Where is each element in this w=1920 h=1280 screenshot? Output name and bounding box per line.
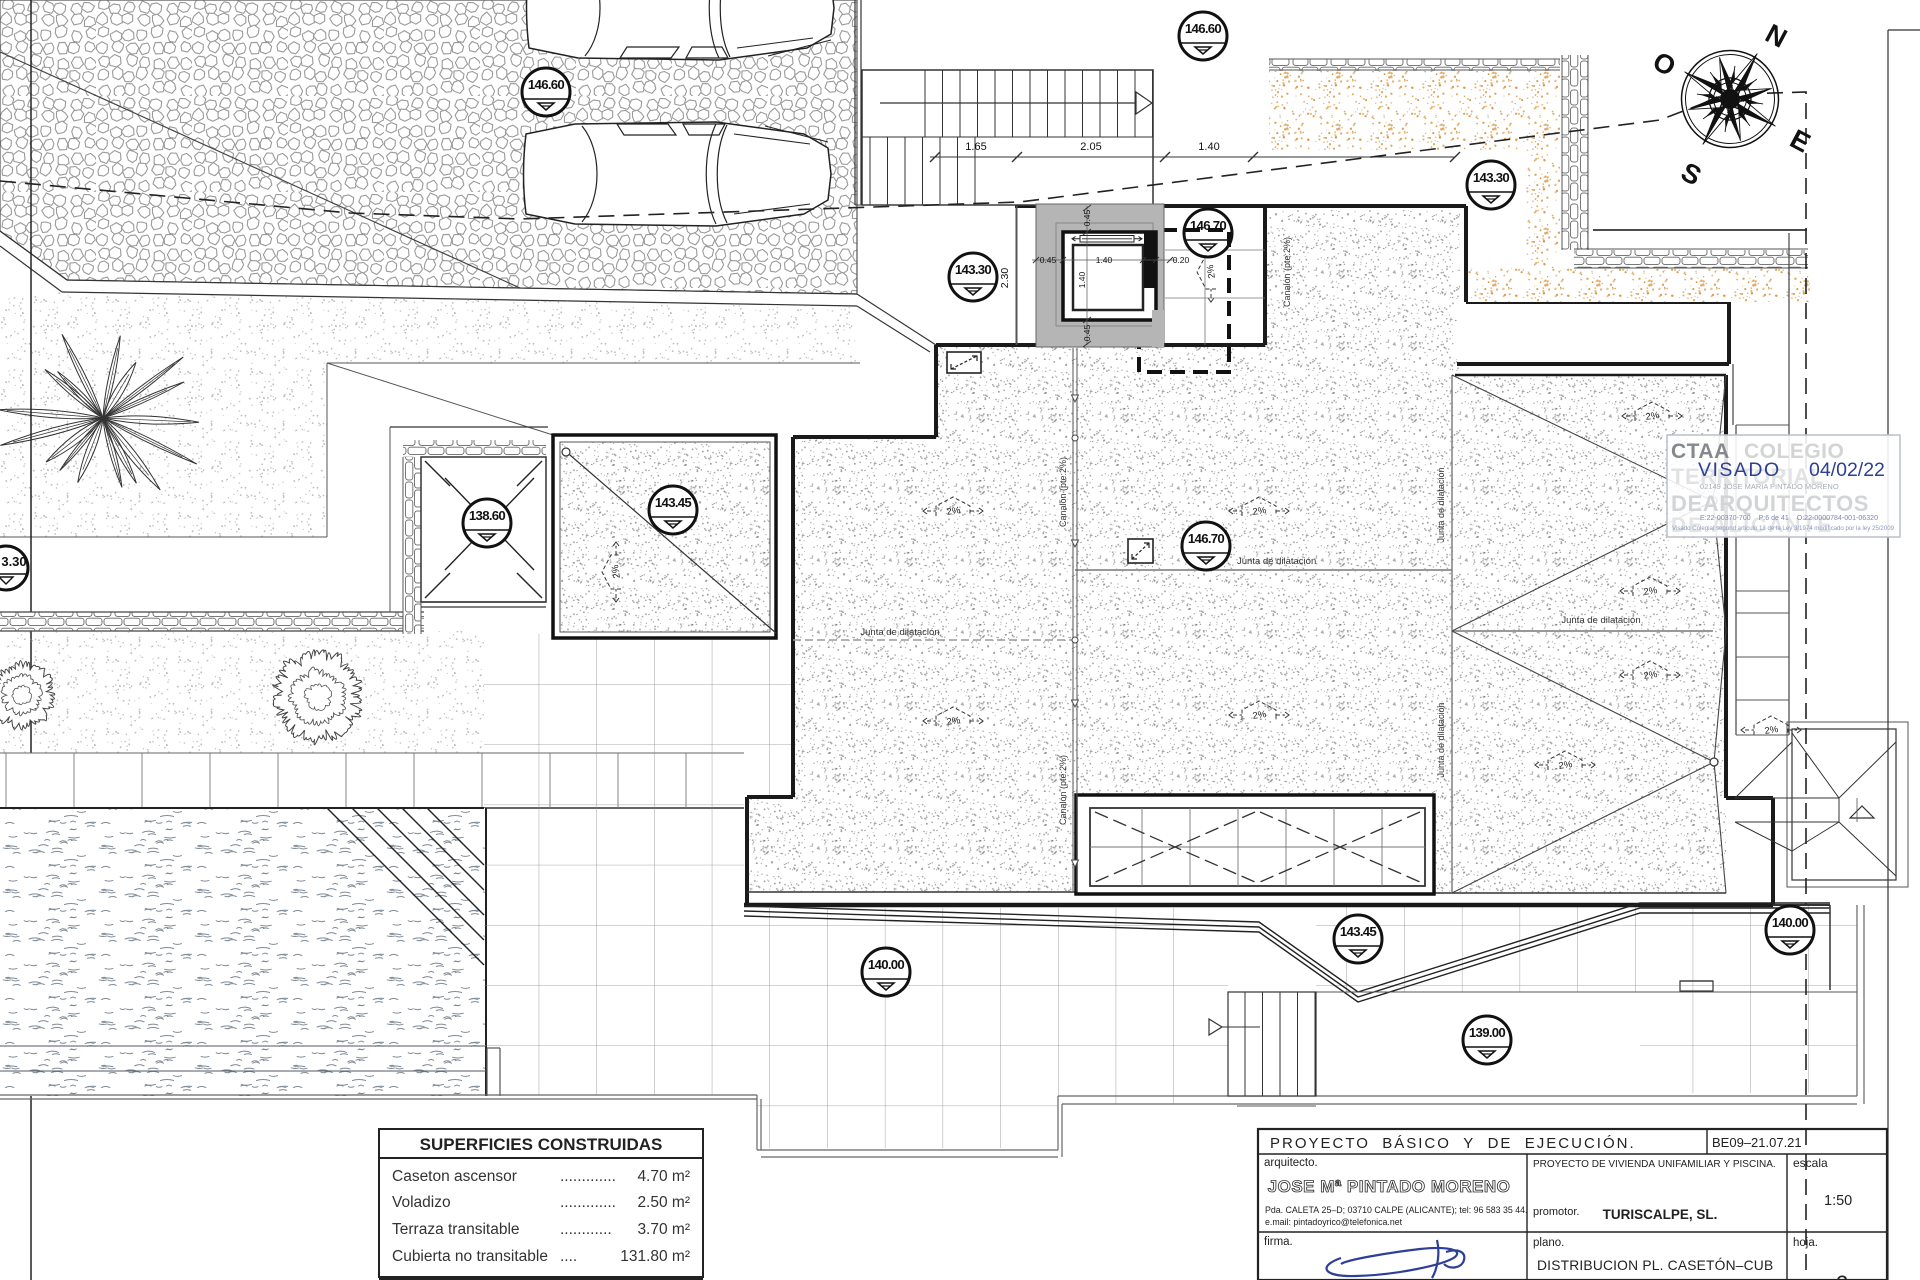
svg-text:2: 2: [1836, 1271, 1848, 1280]
svg-text:Canalón (pte:2%): Canalón (pte:2%): [1058, 755, 1068, 825]
svg-text:138.60: 138.60: [469, 508, 506, 523]
svg-text:VISADO: VISADO: [1698, 459, 1781, 481]
svg-text:Canalón (pte:2%): Canalón (pte:2%): [1058, 457, 1068, 527]
svg-text:2%: 2%: [946, 505, 962, 518]
svg-text:promotor.: promotor.: [1533, 1206, 1579, 1218]
svg-text:JOSE Mª PINTADO MORENO: JOSE Mª PINTADO MORENO: [1268, 1177, 1511, 1196]
svg-text:TERRITORIAL: TERRITORIAL: [1671, 464, 1824, 489]
svg-text:2%: 2%: [1643, 669, 1659, 682]
svg-text:1.40: 1.40: [1198, 141, 1219, 153]
svg-text:2%: 2%: [1645, 410, 1661, 423]
svg-text:2%: 2%: [1764, 724, 1780, 737]
svg-text:143.45: 143.45: [1340, 924, 1377, 939]
svg-text:Terraza transitable: Terraza transitable: [392, 1221, 520, 1238]
svg-text:0.45: 0.45: [1040, 255, 1057, 265]
svg-text:arquitecto.: arquitecto.: [1264, 1157, 1318, 1169]
svg-text:143.30: 143.30: [1473, 170, 1510, 185]
svg-text:2%: 2%: [1252, 505, 1268, 518]
svg-text:4.70 m²: 4.70 m²: [637, 1168, 690, 1185]
svg-text:....: ....: [560, 1248, 577, 1265]
svg-text:Junta de dilatación: Junta de dilatación: [1436, 467, 1446, 542]
svg-text:02149 JOSE MARIA PINTADO MOREN: 02149 JOSE MARIA PINTADO MORENO: [1700, 482, 1839, 491]
svg-text:2%: 2%: [1252, 709, 1268, 722]
svg-text:CTAA: CTAA: [1671, 440, 1730, 463]
svg-text:140.00: 140.00: [1772, 915, 1809, 930]
svg-text:3.30: 3.30: [1, 554, 26, 569]
svg-text:1.40: 1.40: [1096, 255, 1113, 265]
svg-text:TURISCALPE, SL.: TURISCALPE, SL.: [1603, 1207, 1718, 1222]
svg-text:131.80 m²: 131.80 m²: [620, 1248, 690, 1265]
svg-text:146.60: 146.60: [1185, 21, 1222, 36]
svg-text:PROYECTO DE VIVIENDA UNIFAMILI: PROYECTO DE VIVIENDA UNIFAMILIAR Y PISCI…: [1533, 1159, 1776, 1170]
svg-text:escala: escala: [1793, 1156, 1828, 1170]
svg-text:139.00: 139.00: [1469, 1025, 1506, 1040]
svg-text:Caseton ascensor: Caseton ascensor: [392, 1168, 517, 1185]
svg-text:Pda. CALETA 25–D; 03710 CALPE: Pda. CALETA 25–D; 03710 CALPE (ALICANTE)…: [1265, 1205, 1527, 1215]
svg-text:143.30: 143.30: [955, 262, 992, 277]
svg-text:Canalón (pte:2%): Canalón (pte:2%): [1282, 237, 1292, 307]
svg-text:BE09–21.07.21: BE09–21.07.21: [1712, 1135, 1802, 1150]
svg-text:04/02/22: 04/02/22: [1809, 459, 1885, 481]
svg-text:.............: .............: [560, 1168, 616, 1185]
svg-text:Junta de dilatación: Junta de dilatación: [1561, 615, 1640, 626]
svg-text:SUPERFICIES CONSTRUIDAS: SUPERFICIES CONSTRUIDAS: [420, 1135, 663, 1154]
svg-text:firma.: firma.: [1264, 1236, 1293, 1248]
svg-text:DE ALICANTE: DE ALICANTE: [1671, 514, 1833, 537]
svg-text:143.45: 143.45: [655, 495, 692, 510]
svg-text:2.30: 2.30: [999, 268, 1011, 289]
svg-text:146.70: 146.70: [1188, 531, 1225, 546]
svg-text:E:22-00370-700 P:6 de 41: E:22-00370-700 P:6 de 41 O:22-0000784-00…: [1700, 515, 1878, 522]
svg-text:1.40: 1.40: [1077, 271, 1087, 288]
svg-text:Junta de dilatación: Junta de dilatación: [1436, 702, 1446, 777]
svg-text:3.70 m²: 3.70 m²: [637, 1221, 690, 1238]
svg-text:Junta de dilatación: Junta de dilatación: [1237, 556, 1316, 567]
svg-text:146.60: 146.60: [528, 77, 565, 92]
svg-text:0.20: 0.20: [1173, 255, 1190, 265]
svg-text:2%: 2%: [1558, 759, 1574, 772]
svg-text:1:50: 1:50: [1824, 1193, 1852, 1209]
svg-text:Cubierta no transitable: Cubierta no transitable: [392, 1248, 548, 1265]
svg-text:0.45: 0.45: [1082, 209, 1092, 226]
svg-text:.............: .............: [560, 1194, 616, 1211]
svg-text:DEARQUITECTOS: DEARQUITECTOS: [1671, 491, 1869, 516]
svg-text:e.mail: pintadoyrico@telefonic: e.mail: pintadoyrico@telefonica.net: [1265, 1217, 1403, 1227]
svg-text:1.65: 1.65: [965, 141, 986, 153]
svg-text:2%: 2%: [1643, 585, 1659, 598]
svg-text:0.45: 0.45: [1082, 324, 1092, 341]
svg-text:COLEGIO: COLEGIO: [1744, 440, 1844, 463]
svg-text:PROYECTO BÁSICO Y DE EJECU: PROYECTO BÁSICO Y DE EJECUCIÓN.: [1270, 1135, 1636, 1152]
svg-text:2%: 2%: [1205, 263, 1218, 279]
svg-text:2%: 2%: [946, 715, 962, 728]
svg-text:Junta de dilatación: Junta de dilatación: [860, 627, 939, 638]
svg-text:Visado Colegial segund articul: Visado Colegial segund articulo 13 de la…: [1672, 525, 1894, 532]
svg-text:2.05: 2.05: [1080, 141, 1101, 153]
svg-text:2.50 m²: 2.50 m²: [637, 1194, 690, 1211]
svg-text:Voladizo: Voladizo: [392, 1194, 451, 1211]
svg-text:plano.: plano.: [1533, 1237, 1564, 1249]
svg-text:DISTRIBUCION PL. CASETÓN–CUB: DISTRIBUCION PL. CASETÓN–CUB: [1537, 1257, 1773, 1273]
svg-text:2%: 2%: [610, 563, 623, 579]
svg-text:............: ............: [560, 1221, 612, 1238]
svg-text:140.00: 140.00: [868, 957, 905, 972]
